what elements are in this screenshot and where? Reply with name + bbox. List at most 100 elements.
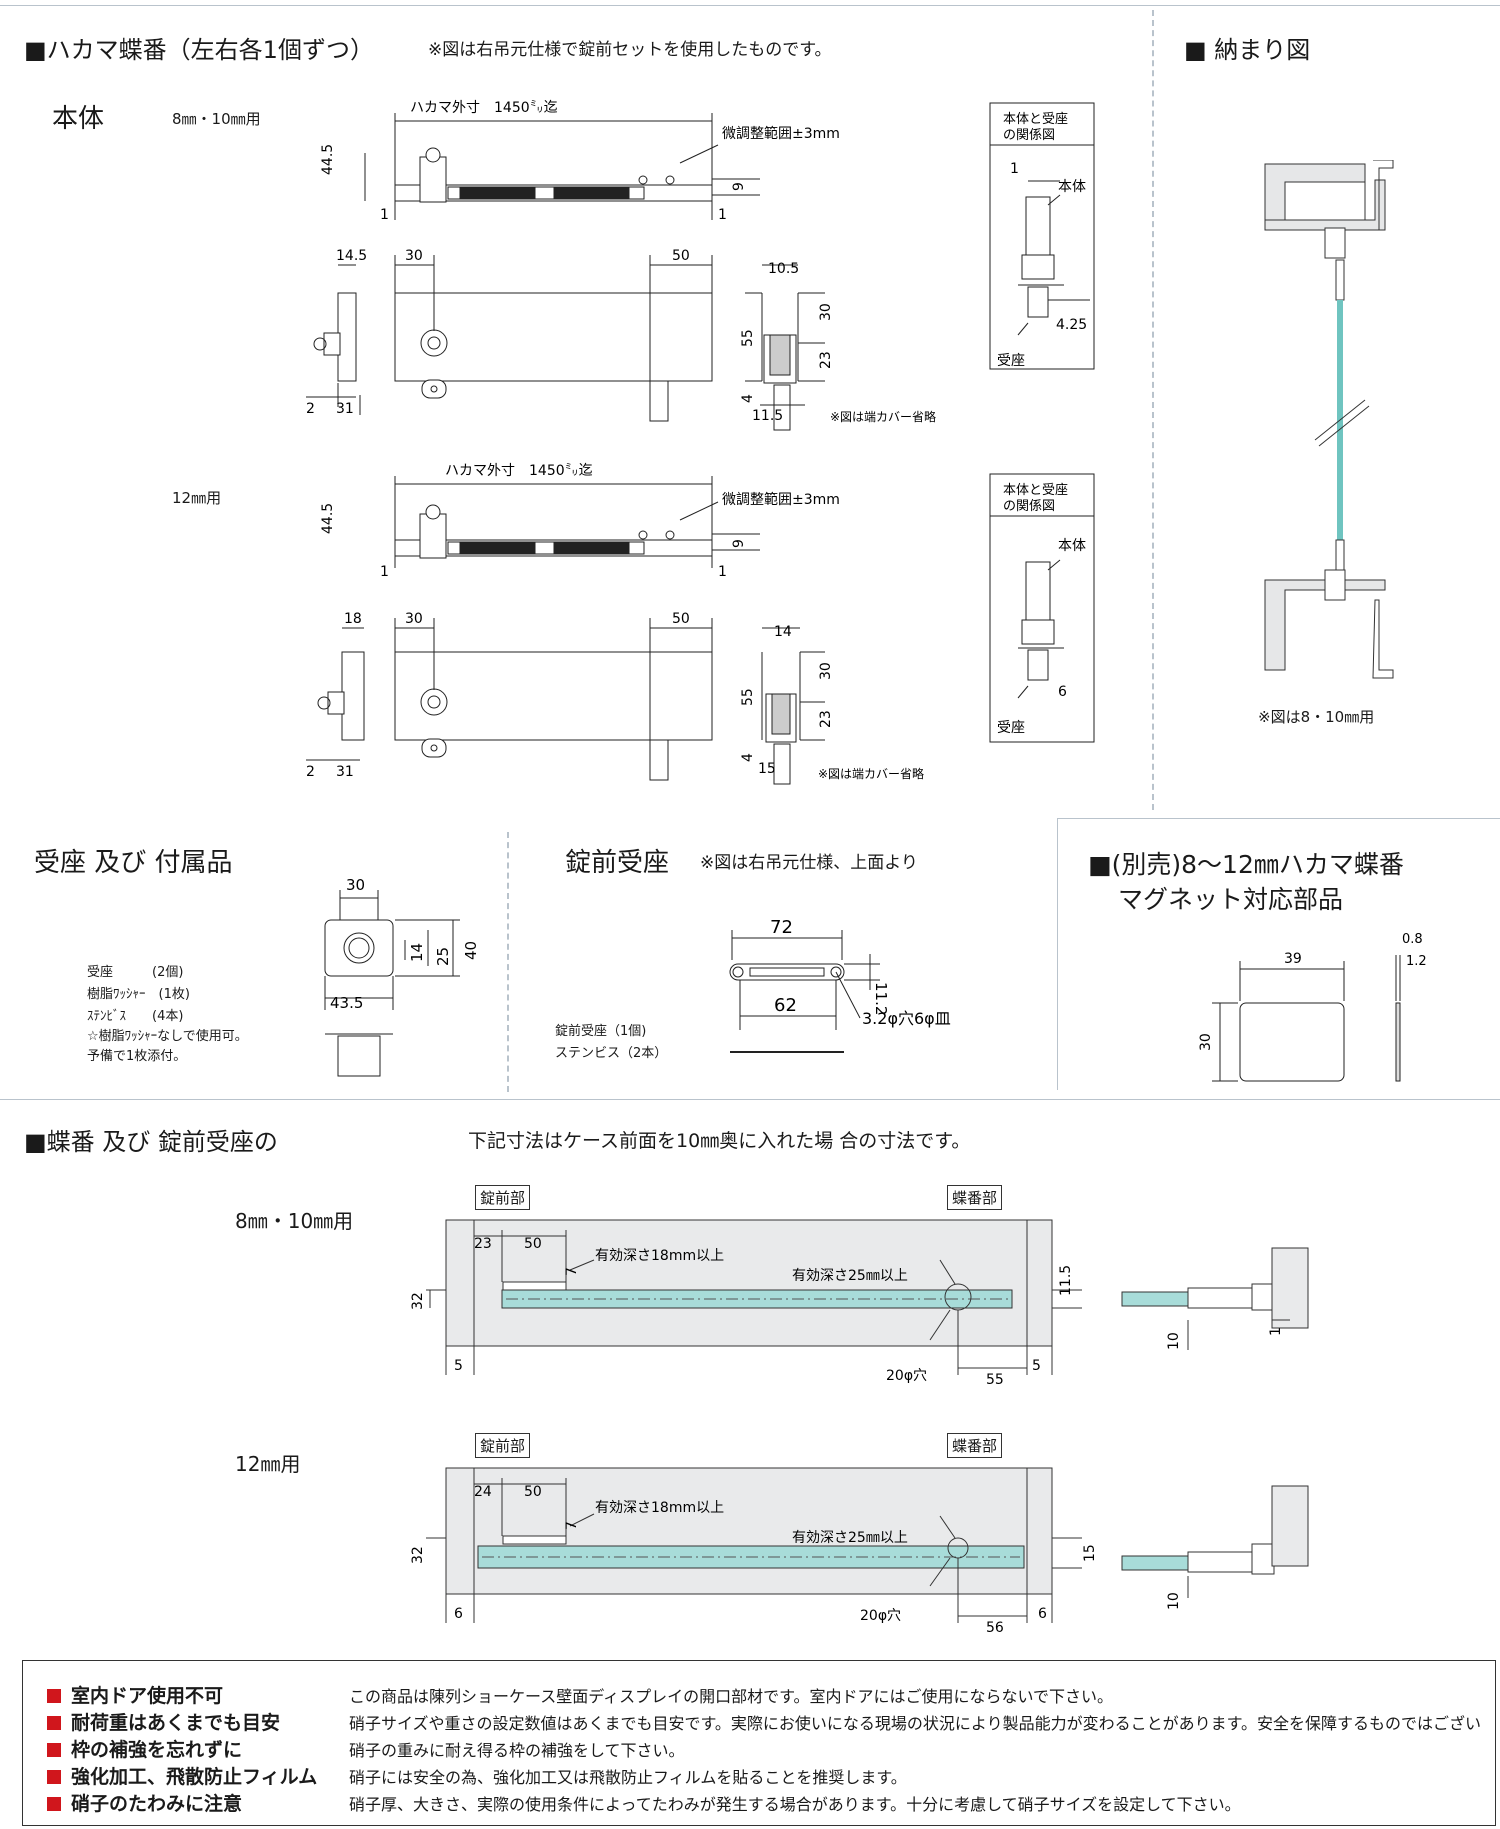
warning-bullet-icon: [47, 1689, 61, 1703]
svg-text:24: 24: [474, 1484, 492, 1500]
svg-text:1: 1: [1010, 161, 1019, 177]
top-divider: [1152, 10, 1154, 810]
warning-box: 室内ドア使用不可 耐荷重はあくまでも目安 枠の補強を忘れずに 強化加工、飛散防止…: [22, 1660, 1496, 1826]
warning-label-3: 枠の補強を忘れずに: [47, 1735, 242, 1762]
svg-text:25: 25: [434, 947, 452, 966]
lock-item-2: ステンビス（2本）: [555, 1046, 668, 1061]
depth-25-label-1: 有効深さ25㎜以上: [792, 1268, 908, 1284]
svg-text:1.2: 1.2: [1406, 954, 1427, 969]
warning-text-2: 硝子サイズや重さの設定数値はあくまでも目安です。実際にお使いになる現場の状況によ…: [349, 1714, 1482, 1733]
svg-text:の関係図: の関係図: [1003, 128, 1055, 143]
fit-section-title: ■ 納まり図: [1184, 36, 1311, 64]
bottom-drawing-8-10: 23 50 有効深さ18mm以上 7 32 有効深さ25㎜以上 11.5 5 2…: [410, 1219, 1309, 1388]
rule-mid: [1058, 818, 1500, 819]
rule-magnet-left: [1057, 818, 1058, 1090]
svg-text:10.5: 10.5: [768, 261, 799, 277]
svg-text:1: 1: [380, 564, 389, 580]
end-cover-note-8-10: ※図は端カバー省略: [830, 409, 936, 424]
warning-label-5: 硝子のたわみに注意: [47, 1789, 242, 1816]
title-note: ※図は右吊元仕様で錠前セットを使用したものです。: [428, 40, 832, 60]
bottom-title: ■蝶番 及び 錠前受座の: [24, 1128, 278, 1156]
svg-text:本体と受座: 本体と受座: [1003, 112, 1068, 127]
svg-text:1: 1: [718, 564, 727, 580]
bottom-variant-8-10: 8㎜・10㎜用: [235, 1209, 354, 1233]
svg-text:30: 30: [1198, 1033, 1214, 1051]
svg-text:32: 32: [410, 1292, 426, 1310]
warning-text-3: 硝子の重みに耐え得る枠の補強をして下さい。: [349, 1741, 685, 1760]
svg-text:23: 23: [818, 351, 834, 369]
adjust-range-8-10: 微調整範囲±3mm: [722, 125, 840, 142]
svg-text:56: 56: [986, 1620, 1004, 1636]
fit-drawing: [1264, 160, 1394, 679]
svg-text:15: 15: [758, 761, 776, 777]
svg-text:55: 55: [740, 688, 756, 706]
lock-title: 錠前受座: [565, 848, 670, 878]
seat-note-2: 予備で1枚添付。: [87, 1049, 187, 1064]
warning-label-2: 耐荷重はあくまでも目安: [47, 1708, 280, 1735]
warning-text-1: この商品は陳列ショーケース壁面ディスプレイの開口部材です。室内ドアにはご使用にな…: [349, 1687, 1114, 1706]
svg-text:本体: 本体: [1058, 538, 1086, 554]
svg-text:23: 23: [474, 1236, 492, 1252]
hinge-drawing-8-10: ハカマ外寸 1450㍉迄 微調整範囲±3mm 44.5 9 1 1 14.5 3…: [306, 100, 1095, 431]
seat-note-1: ☆樹脂ﾜｯｼｬｰなしで使用可。: [87, 1029, 248, 1044]
svg-text:44.5: 44.5: [320, 503, 336, 534]
svg-text:55: 55: [740, 329, 756, 347]
svg-text:11.5: 11.5: [1058, 1265, 1074, 1296]
svg-text:50: 50: [672, 248, 690, 264]
hinge-part-label-1: 蝶番部: [947, 1185, 1003, 1210]
svg-text:7: 7: [564, 1521, 580, 1530]
svg-text:2: 2: [306, 401, 315, 417]
hole-20-label-1: 20φ穴: [886, 1368, 927, 1384]
svg-text:4.25: 4.25: [1056, 317, 1087, 333]
svg-text:32: 32: [410, 1546, 426, 1564]
depth-18-label-2: 有効深さ18mm以上: [595, 1500, 724, 1516]
adjust-range-12: 微調整範囲±3mm: [722, 491, 840, 508]
svg-text:6: 6: [454, 1606, 463, 1622]
seat-drawing: 30 40 25 14 43.5: [324, 876, 480, 1077]
svg-text:6: 6: [1058, 684, 1067, 700]
warning-bullet-icon: [47, 1770, 61, 1784]
svg-text:39: 39: [1284, 951, 1302, 967]
depth-18-label-1: 有効深さ18mm以上: [595, 1248, 724, 1264]
svg-text:1: 1: [1268, 1327, 1284, 1336]
svg-text:14: 14: [774, 624, 792, 640]
svg-text:0.8: 0.8: [1402, 932, 1423, 947]
svg-text:7: 7: [564, 1267, 580, 1276]
hole-20-label-2: 20φ穴: [860, 1608, 901, 1624]
svg-text:43.5: 43.5: [330, 994, 363, 1012]
svg-text:23: 23: [818, 710, 834, 728]
svg-text:2: 2: [306, 764, 315, 780]
svg-text:14.5: 14.5: [336, 248, 367, 264]
svg-text:3.2φ穴6φ皿: 3.2φ穴6φ皿: [862, 1009, 951, 1028]
svg-text:受座: 受座: [997, 720, 1025, 736]
svg-text:15: 15: [1082, 1544, 1098, 1562]
svg-text:30: 30: [346, 876, 365, 894]
svg-text:5: 5: [454, 1358, 463, 1374]
svg-text:の関係図: の関係図: [1003, 499, 1055, 514]
end-cover-note-12: ※図は端カバー省略: [818, 766, 924, 781]
warning-bullet-icon: [47, 1743, 61, 1757]
warning-text-5: 硝子厚、大きさ、実際の使用条件によってたわみが発生する場合があります。十分に考慮…: [349, 1795, 1241, 1814]
fit-note: ※図は8・10㎜用: [1258, 708, 1375, 726]
svg-text:6: 6: [1038, 1606, 1047, 1622]
svg-text:受座: 受座: [997, 353, 1025, 369]
svg-text:9: 9: [731, 182, 747, 191]
svg-text:11.2: 11.2: [872, 982, 890, 1015]
lock-item-1: 錠前受座（1個): [555, 1024, 647, 1039]
warning-bullet-icon: [47, 1716, 61, 1730]
warning-label-1: 室内ドア使用不可: [47, 1681, 223, 1708]
magnet-drawing: 39 30 0.8 1.2: [1198, 932, 1427, 1082]
hakama-outer-8-10: ハカマ外寸 1450㍉迄: [410, 100, 558, 116]
svg-text:4: 4: [740, 753, 756, 762]
bottom-drawing-12: 24 50 有効深さ18mm以上 7 32 有効深さ25㎜以上 15 6 20φ…: [410, 1467, 1309, 1636]
magnet-title-2: マグネット対応部品: [1118, 885, 1344, 914]
svg-text:5: 5: [1032, 1358, 1041, 1374]
warning-label-4: 強化加工、飛散防止フィルム: [47, 1762, 317, 1789]
hinge-drawing-12: ハカマ外寸 1450㍉迄 微調整範囲±3mm 44.5 9 1 1 18 30 …: [306, 463, 1095, 785]
seat-divider: [507, 832, 509, 1092]
svg-text:11.5: 11.5: [752, 408, 783, 424]
lock-drawing: 72 62 11.2 3.2φ穴6φ皿: [729, 920, 951, 1053]
svg-text:1: 1: [380, 207, 389, 223]
svg-text:31: 31: [336, 764, 354, 780]
depth-25-label-2: 有効深さ25㎜以上: [792, 1530, 908, 1546]
